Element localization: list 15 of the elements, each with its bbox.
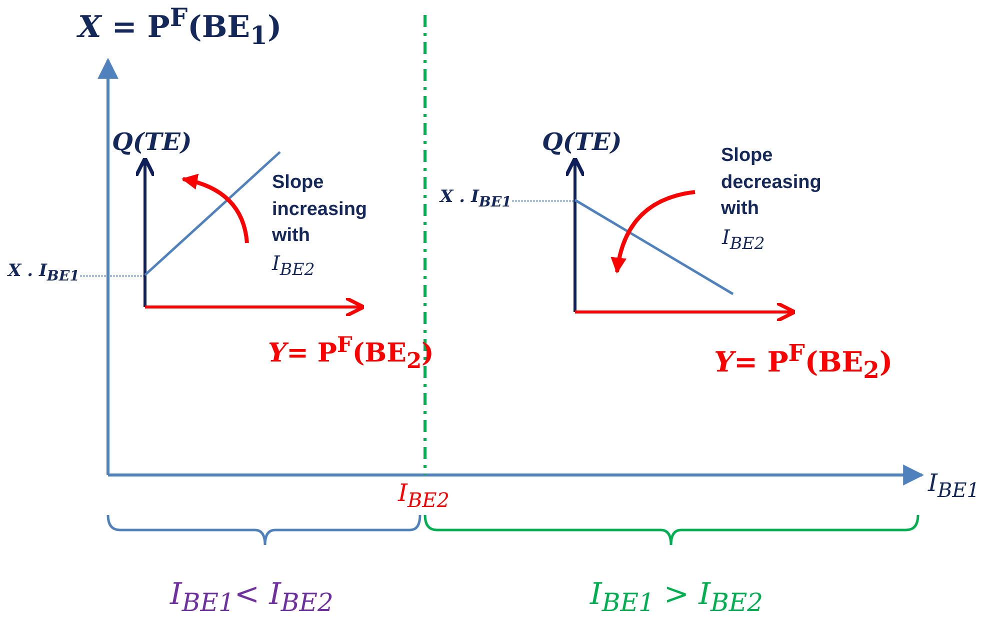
axis-title: I$_{BE1}$	[928, 470, 980, 502]
axis-title: Y= P$^{F}$(BE$_{2}$)	[268, 334, 434, 375]
annotation-text: Slope increasing with	[272, 171, 368, 248]
annotation-text: I$_{BE2}$	[272, 252, 315, 280]
value-label: X . I$_{BE1}$	[8, 262, 80, 285]
range-label: I$_{BE1}$ > I$_{BE2}$	[590, 578, 763, 618]
axis-title: Q(TE)	[542, 128, 622, 156]
annotation-text: Slope decreasing with	[721, 144, 822, 222]
axis-title: Y= P$^{F}$(BE$_{2}$)	[714, 340, 893, 384]
axis-title: X = P$^{F}$(BE$_{1}$)	[78, 4, 282, 51]
threshold-label: I$_{BE2}$	[398, 480, 450, 512]
value-label: X . I$_{BE1}$	[440, 188, 512, 211]
annotation-text: I$_{BE2}$	[722, 226, 765, 254]
range-label: I$_{BE1}$< I$_{BE2}$	[170, 578, 334, 618]
axis-title: Q(TE)	[112, 128, 192, 156]
